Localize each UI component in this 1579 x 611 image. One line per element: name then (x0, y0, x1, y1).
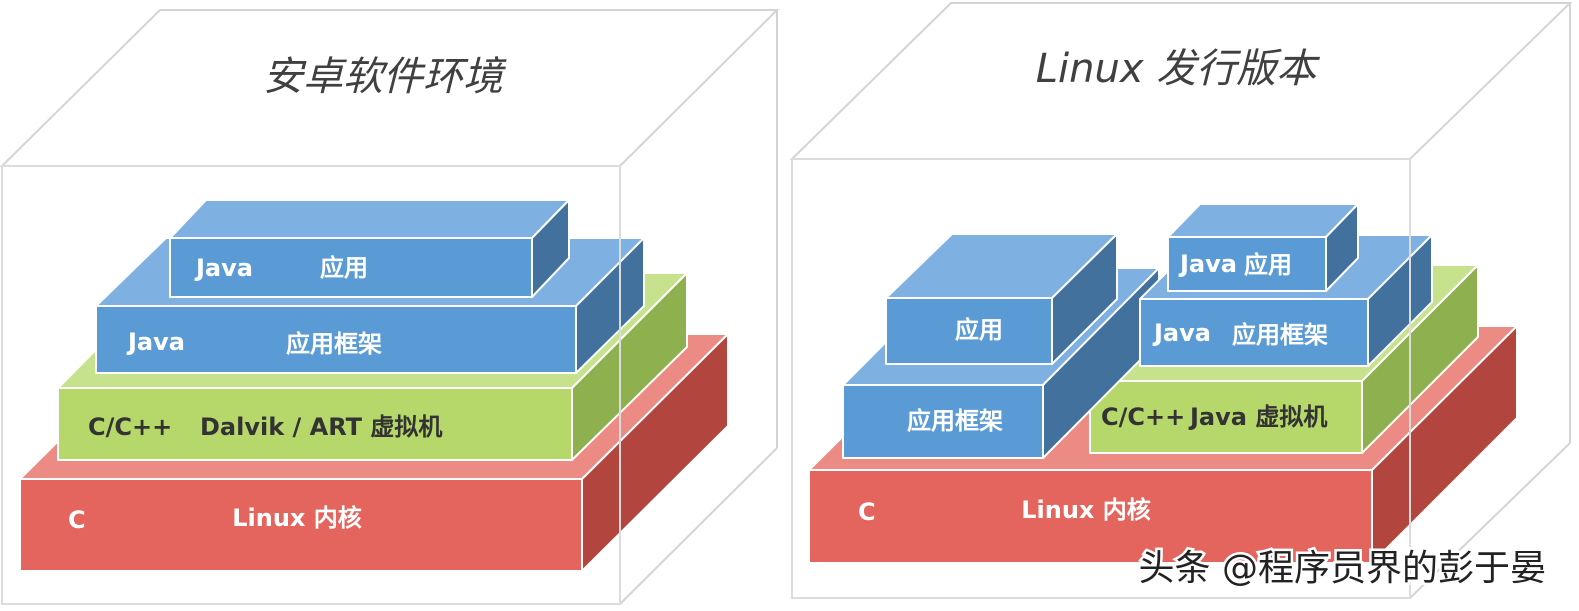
right-java-app-name: 应用 (1244, 251, 1292, 279)
left-app-top (169, 199, 570, 239)
right-native-framework-front (842, 384, 1044, 459)
left-box-bottom-edge (619, 447, 778, 605)
right-kernel-lang: C (858, 498, 876, 526)
left-box-front-face (1, 165, 621, 605)
right-java-vm-name: Java 虚拟机 (1188, 403, 1327, 431)
left-kernel-front (19, 478, 583, 572)
right-native-framework-name: 应用框架 (907, 407, 1003, 435)
left-kernel-lang: C (68, 506, 86, 534)
right-java-app-front (1167, 236, 1327, 292)
right-java-vm-lang: C/C++ (1101, 403, 1185, 431)
left-vm-front (57, 387, 573, 461)
left-box-title: 安卓软件环境 (263, 54, 507, 100)
android-environment-box: 安卓软件环境 C Linux 内核 C/C++ Dalvik / ART 虚拟机… (0, 9, 780, 605)
left-vm-name: Dalvik / ART 虚拟机 (200, 413, 442, 441)
right-java-framework-lang: Java (1152, 319, 1211, 347)
left-app-layer: Java 应用 (169, 199, 570, 298)
right-native-app-front (885, 297, 1053, 365)
right-native-app-layer: 应用 (885, 233, 1118, 365)
right-kernel-name: Linux 内核 (1021, 496, 1151, 524)
right-box-front-face (791, 158, 1411, 599)
right-java-app-layer: Java 应用 (1167, 203, 1359, 292)
left-app-front (169, 237, 533, 298)
right-native-app-name: 应用 (955, 316, 1003, 344)
right-box-bottom-edge (1409, 442, 1571, 599)
right-java-framework-front (1139, 298, 1369, 367)
left-vm-lang: C/C++ (88, 413, 172, 441)
watermark: 头条 @程序员界的彭于晏 (1139, 548, 1546, 589)
right-java-framework-name: 应用框架 (1232, 321, 1328, 349)
right-box-title: Linux 发行版本 (1036, 46, 1320, 92)
right-kernel-front (808, 469, 1373, 564)
right-java-vm-front (1089, 380, 1363, 454)
left-framework-front (95, 305, 577, 374)
left-framework-lang: Java (126, 328, 185, 356)
linux-distribution-box: Linux 发行版本 C Linux 内核 C/C++ Java 虚拟机 应用框… (789, 2, 1573, 599)
left-app-name: 应用 (320, 254, 368, 282)
left-kernel-name: Linux 内核 (232, 504, 362, 532)
left-app-lang: Java (194, 254, 253, 282)
right-java-app-lang: Java (1178, 250, 1237, 278)
left-framework-name: 应用框架 (286, 330, 382, 358)
